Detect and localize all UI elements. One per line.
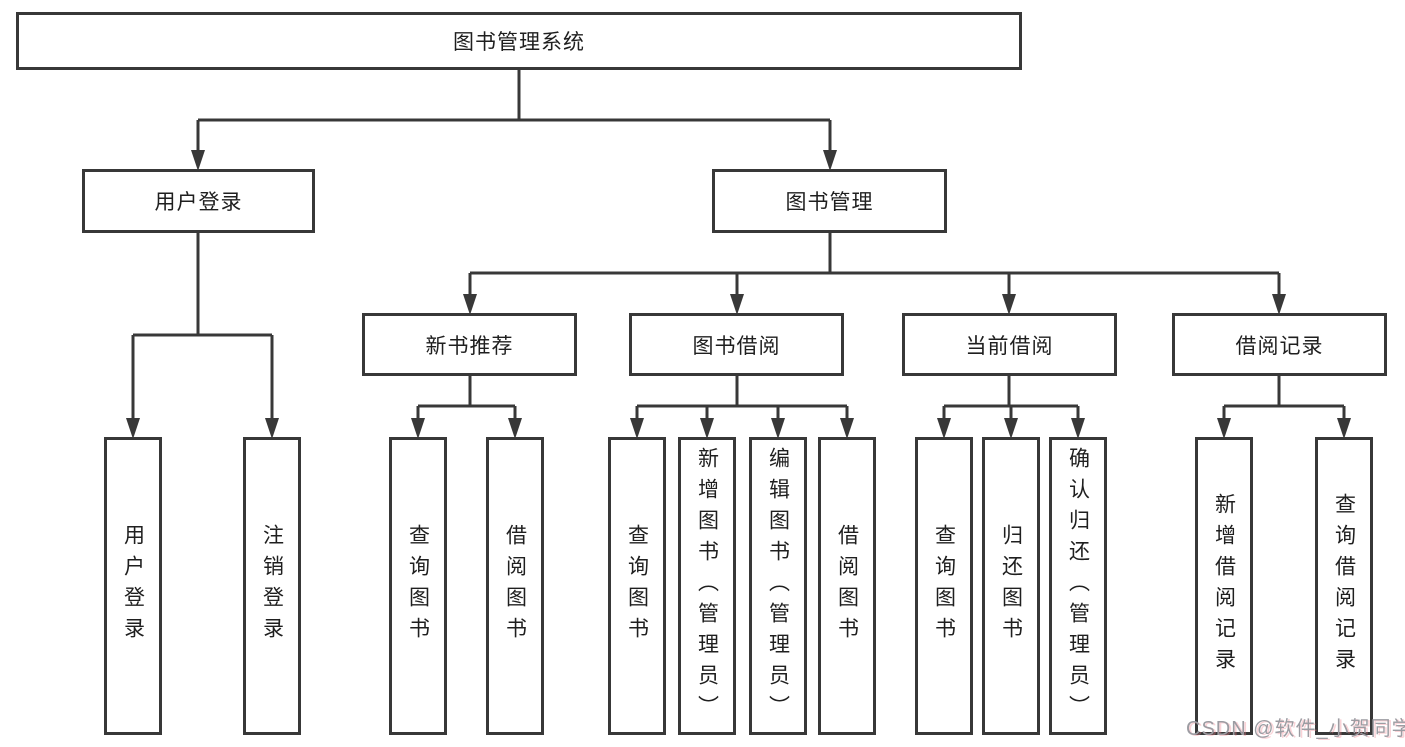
leaf-query-books-3: 查询图书: [915, 437, 973, 735]
leaf-borrow-books-2: 借阅图书: [818, 437, 876, 735]
leaf-confirm-return-admin: 确认归还（管理员）: [1049, 437, 1107, 735]
node-root: 图书管理系统: [16, 12, 1022, 70]
leaf-add-books-admin: 新增图书（管理员）: [678, 437, 736, 735]
leaf-user-login: 用户登录: [104, 437, 162, 735]
node-current-borrowing: 当前借阅: [902, 313, 1117, 376]
leaf-logout: 注销登录: [243, 437, 301, 735]
leaf-borrow-books-1: 借阅图书: [486, 437, 544, 735]
arrowheads: [126, 150, 1351, 439]
csdn-watermark: CSDN @软件_小贺同学: [1186, 718, 1405, 740]
leaf-query-borrow-record: 查询借阅记录: [1315, 437, 1373, 735]
node-book-management: 图书管理: [712, 169, 947, 233]
node-new-book-recommendation: 新书推荐: [362, 313, 577, 376]
leaf-add-borrow-record: 新增借阅记录: [1195, 437, 1253, 735]
node-borrowing-records: 借阅记录: [1172, 313, 1387, 376]
connector-paths: [131, 70, 1346, 419]
node-book-borrowing: 图书借阅: [629, 313, 844, 376]
leaf-edit-books-admin: 编辑图书（管理员）: [749, 437, 807, 735]
leaf-return-books: 归还图书: [982, 437, 1040, 735]
leaf-query-books-2: 查询图书: [608, 437, 666, 735]
leaf-query-books-1: 查询图书: [389, 437, 447, 735]
node-user-login: 用户登录: [82, 169, 315, 233]
